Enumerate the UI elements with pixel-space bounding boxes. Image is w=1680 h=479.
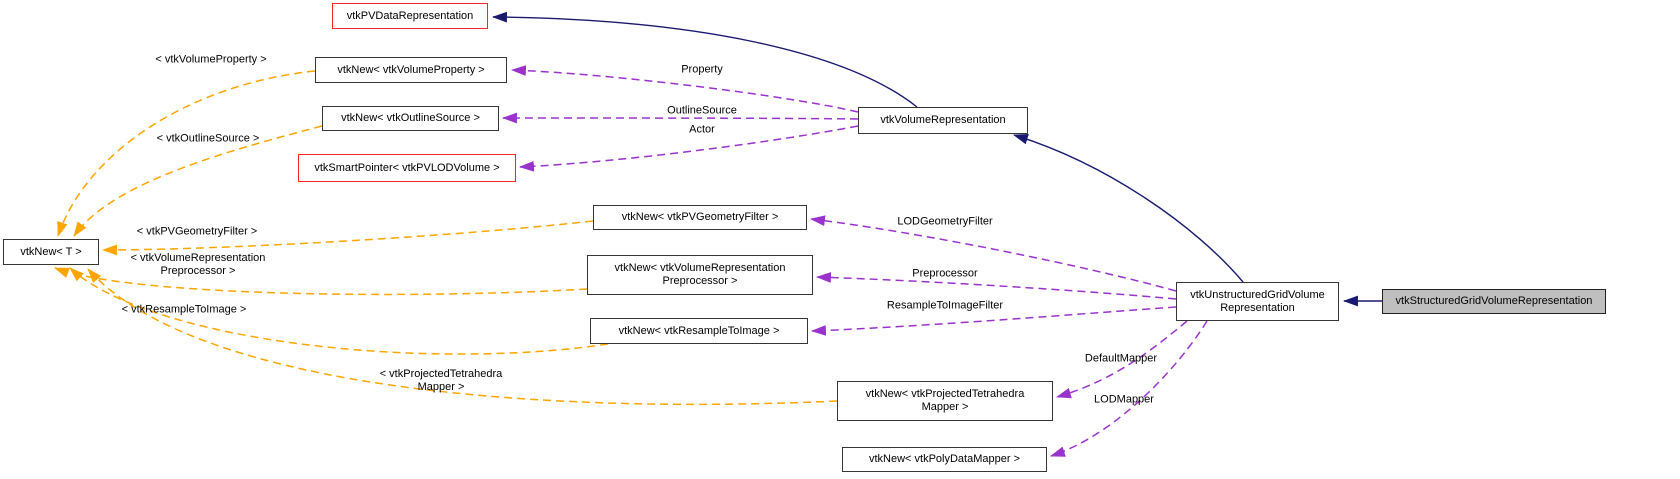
node-vtknew-vtkprojectedtetrahedramapper[interactable]: vtkNew< vtkProjectedTetrahedra Mapper > bbox=[837, 381, 1053, 421]
node-vtknew-vtkvolumerepresentationpreprocessor[interactable]: vtkNew< vtkVolumeRepresentation Preproce… bbox=[587, 255, 813, 295]
edge-template-outlinesource bbox=[73, 125, 323, 237]
edge-template-pvgeometryfilter bbox=[101, 220, 594, 256]
edge-uses-lodgeometryfilter bbox=[809, 215, 1177, 292]
edge-template-volumerepresentationpreprocessor bbox=[53, 267, 588, 296]
node-vtksmartpointer-vtkpvlodvolume[interactable]: vtkSmartPointer< vtkPVLODVolume > bbox=[298, 154, 516, 182]
edge-inherit-volumerep-to-pvdatarep bbox=[491, 11, 918, 108]
edge-uses-outlinesource bbox=[501, 112, 859, 124]
node-vtknew-vtkvolumeproperty[interactable]: vtkNew< vtkVolumeProperty > bbox=[315, 57, 507, 83]
node-vtkpvdatarepresentation[interactable]: vtkPVDataRepresentation bbox=[332, 3, 488, 29]
edge-template-projectedtetrahedramapper bbox=[87, 268, 838, 406]
node-vtknew-vtkpvgeometryfilter[interactable]: vtkNew< vtkPVGeometryFilter > bbox=[593, 205, 807, 230]
edge-template-volumeproperty bbox=[57, 70, 316, 238]
edge-uses-defaultmapper bbox=[1055, 320, 1188, 399]
edge-uses-property bbox=[510, 65, 859, 113]
node-vtkunstructuredgridvolumerepresentation[interactable]: vtkUnstructuredGridVolume Representation bbox=[1176, 282, 1339, 321]
edge-template-resampletoimage bbox=[69, 267, 609, 355]
edge-inherit-unstructured-to-volumerep bbox=[1012, 133, 1244, 283]
node-vtkvolumerepresentation[interactable]: vtkVolumeRepresentation bbox=[858, 107, 1028, 134]
edge-uses-lodmapper bbox=[1049, 320, 1208, 457]
edge-uses-actor bbox=[518, 125, 859, 172]
node-vtknew-vtkoutlinesource[interactable]: vtkNew< vtkOutlineSource > bbox=[322, 106, 499, 131]
edge-uses-preprocessor bbox=[815, 272, 1177, 300]
node-vtknew-vtkresampletoimage[interactable]: vtkNew< vtkResampleToImage > bbox=[590, 318, 808, 344]
node-vtknew-t[interactable]: vtkNew< T > bbox=[3, 239, 99, 265]
node-vtkstructuredgridvolumerepresentation: vtkStructuredGridVolumeRepresentation bbox=[1382, 289, 1606, 314]
edge-uses-resampletoimagefilter bbox=[810, 306, 1177, 336]
node-vtknew-vtkpolydatamapper[interactable]: vtkNew< vtkPolyDataMapper > bbox=[842, 447, 1047, 472]
